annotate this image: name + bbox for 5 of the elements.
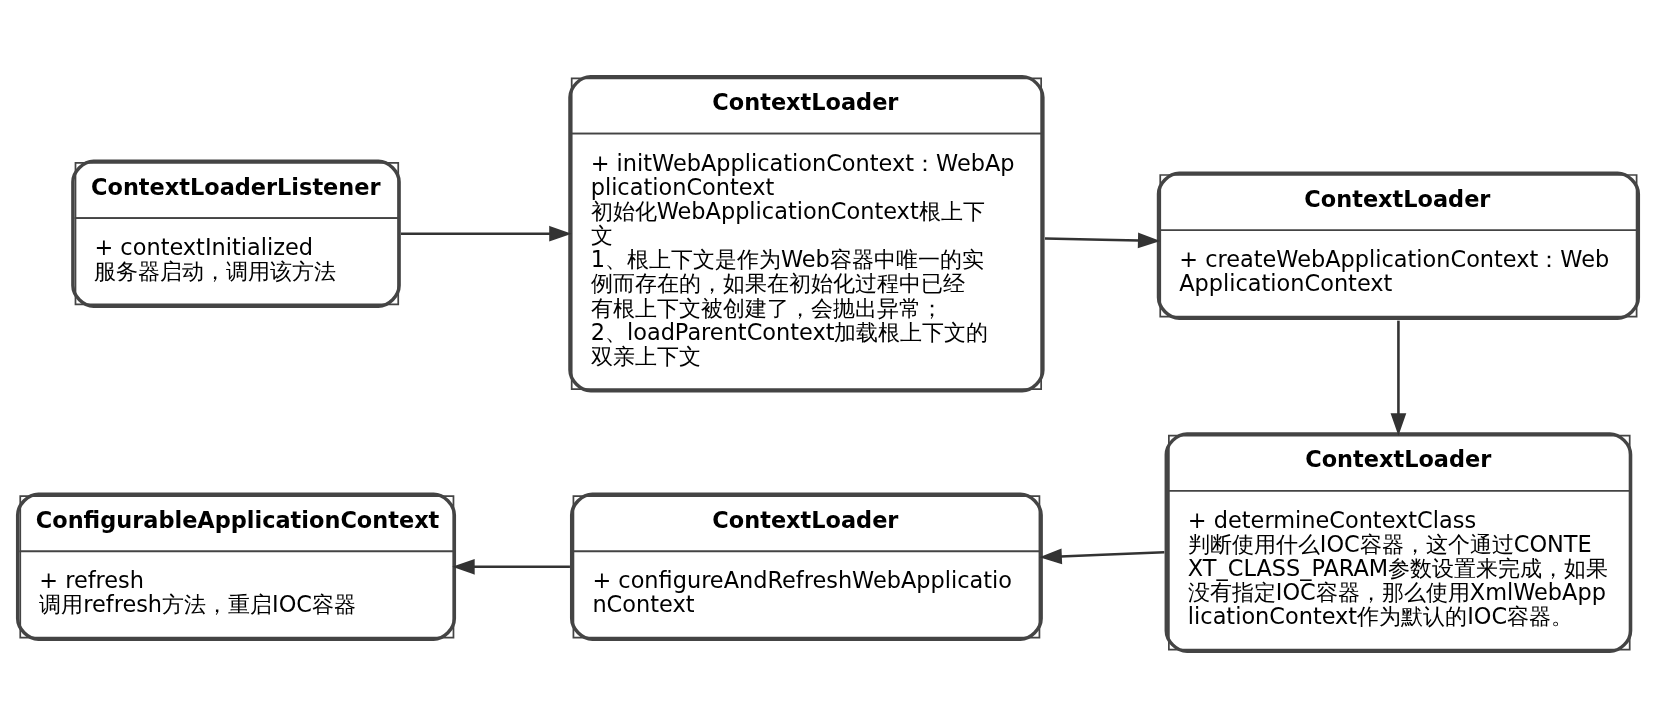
arrow: [1390, 320, 1407, 436]
arrow: [1039, 548, 1165, 565]
arrow: [452, 558, 570, 575]
arrow: [1044, 232, 1161, 249]
arrow: [400, 225, 572, 242]
